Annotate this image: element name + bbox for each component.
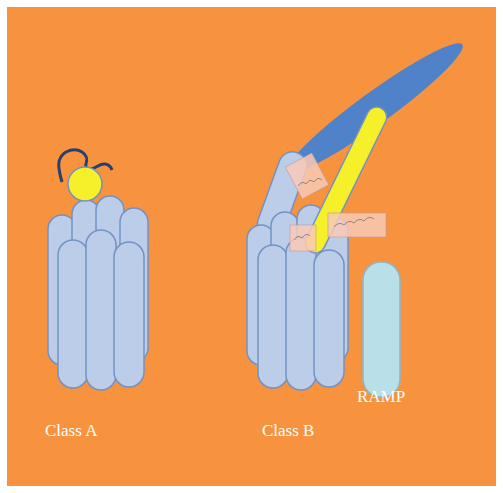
glycan-sketches (294, 178, 374, 240)
background-panel (7, 7, 496, 486)
small-ligand (68, 167, 102, 201)
glycan-patches (285, 153, 386, 251)
ramp-label: RAMP (357, 388, 405, 407)
class-a-helices (48, 196, 148, 390)
ramp-helix (363, 262, 400, 397)
class-label: Class B (262, 422, 314, 441)
class-label: Class A (45, 422, 97, 441)
